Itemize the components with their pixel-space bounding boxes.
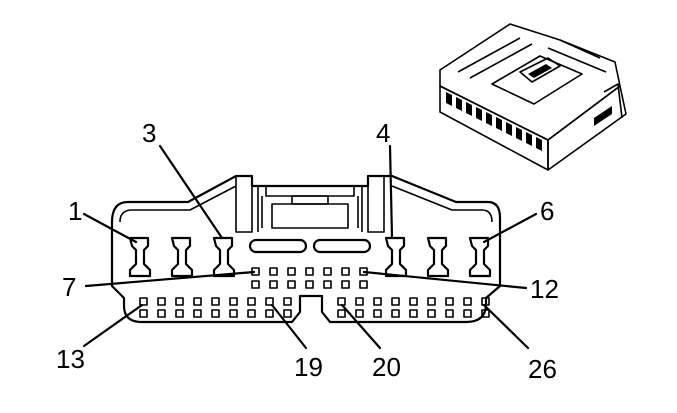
pin-label-6: 6 <box>540 196 554 226</box>
leader-pin-20 <box>340 303 382 350</box>
pin-label-7: 7 <box>62 272 76 302</box>
large-terminals-left <box>128 236 236 278</box>
leader-pin-13 <box>82 303 144 348</box>
leader-pin-4 <box>388 144 394 240</box>
pin-label-13: 13 <box>56 344 85 374</box>
connector-3d-view <box>439 23 627 171</box>
pin-label-19: 19 <box>294 352 323 382</box>
leader-pin-26 <box>482 303 530 350</box>
pin-label-12: 12 <box>530 274 559 304</box>
leader-pin-1 <box>82 212 138 244</box>
leader-pin-6 <box>482 212 538 244</box>
pin-label-1: 1 <box>68 196 82 226</box>
large-terminals-right <box>384 236 492 278</box>
pin-label-26: 26 <box>528 354 557 384</box>
small-terminals-row-1 <box>251 267 368 289</box>
key-slot-right <box>312 238 372 254</box>
leader-pin-12 <box>362 270 528 290</box>
pin-label-4: 4 <box>376 118 390 148</box>
leader-pin-19 <box>270 303 308 350</box>
leader-pin-3 <box>158 144 224 240</box>
leader-lines <box>82 144 538 350</box>
pin-label-3: 3 <box>142 118 156 148</box>
pin-label-20: 20 <box>372 352 401 382</box>
pin-labels: 1 3 4 6 7 12 13 19 20 26 <box>56 118 559 384</box>
leader-pin-7 <box>84 270 256 288</box>
small-terminals-row-2 <box>139 297 490 318</box>
connector-face-view <box>110 174 502 324</box>
key-slot-left <box>248 238 308 254</box>
